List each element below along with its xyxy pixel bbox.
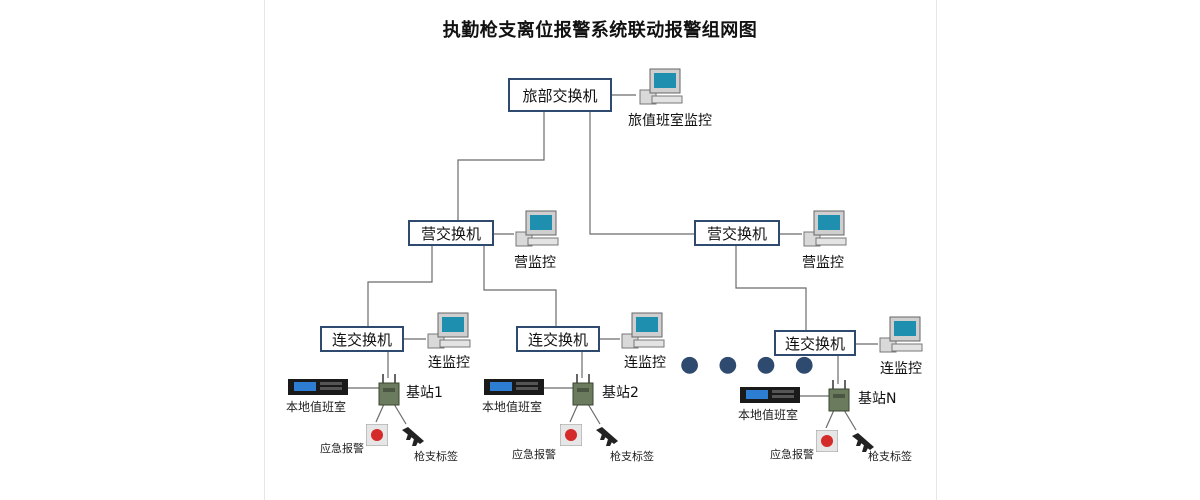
computer-icon [879, 316, 923, 353]
battalion-monitor-label-2: 营监控 [802, 255, 844, 271]
wire-bat2-con [735, 246, 807, 332]
gun-tag-label-n: 枪支标签 [868, 450, 912, 463]
wire-bat1-co1 [367, 246, 433, 326]
diagram-title: 执勤枪支离位报警系统联动报警组网图 [442, 20, 758, 41]
duty-console-icon [484, 379, 544, 395]
emergency-alarm-label-2: 应急报警 [512, 448, 556, 461]
frame-line-left [264, 0, 265, 500]
duty-room-label-1: 本地值班室 [286, 400, 347, 414]
wire-alarm2 [569, 403, 579, 423]
battalion-switch-box-1: 营交换机 [408, 220, 494, 246]
wire-alarmn [825, 409, 835, 429]
emergency-alarm-label-n: 应急报警 [770, 448, 814, 461]
emergency-button-icon [366, 424, 388, 446]
company-monitor-label-2: 连监控 [624, 355, 666, 371]
duty-console-icon [288, 379, 348, 395]
emergency-button-icon [560, 424, 582, 446]
wire-brigade-bat2 [589, 112, 694, 235]
gun-tag-icon [852, 433, 874, 452]
computer-icon [803, 210, 847, 247]
base-station-label-1: 基站1 [406, 385, 443, 401]
gun-tag-icon [402, 427, 424, 446]
computer-icon [621, 312, 665, 349]
company-switch-box-1: 连交换机 [320, 326, 404, 352]
company-monitor-label-n: 连监控 [880, 361, 922, 377]
brigade-monitor-label: 旅值班室监控 [628, 113, 712, 129]
duty-console-icon [740, 387, 800, 403]
wire-tag2 [587, 403, 601, 425]
gun-tag-icon [596, 427, 618, 446]
emergency-alarm-label-1: 应急报警 [320, 442, 364, 455]
brigade-switch-box: 旅部交换机 [508, 78, 612, 112]
battalion-monitor-label-1: 营监控 [514, 255, 556, 271]
base-station-icon [378, 374, 400, 406]
wire-alarm1 [375, 403, 385, 423]
base-station-label-n: 基站N [858, 391, 897, 407]
computer-icon [515, 210, 559, 247]
emergency-button-icon [816, 430, 838, 452]
base-station-label-2: 基站2 [602, 385, 639, 401]
wire-tag1 [393, 403, 407, 425]
duty-room-label-2: 本地值班室 [482, 400, 543, 414]
computer-icon [639, 68, 683, 105]
gun-tag-label-1: 枪支标签 [414, 450, 458, 463]
frame-line-right [936, 0, 937, 500]
company-switch-box-2: 连交换机 [516, 326, 600, 352]
wire-brigade-bat1 [457, 112, 545, 220]
more-companies-ellipsis: ● ● ● ● [680, 352, 820, 377]
duty-room-label-n: 本地值班室 [738, 408, 799, 422]
company-monitor-label-1: 连监控 [428, 355, 470, 371]
wire-bat1-co2 [483, 246, 557, 326]
computer-icon [427, 312, 471, 349]
base-station-icon [572, 374, 594, 406]
wire-tagn [843, 409, 857, 431]
base-station-icon [828, 380, 850, 412]
gun-tag-label-2: 枪支标签 [610, 450, 654, 463]
battalion-switch-box-2: 营交换机 [694, 220, 780, 246]
company-switch-box-n: 连交换机 [774, 330, 856, 356]
